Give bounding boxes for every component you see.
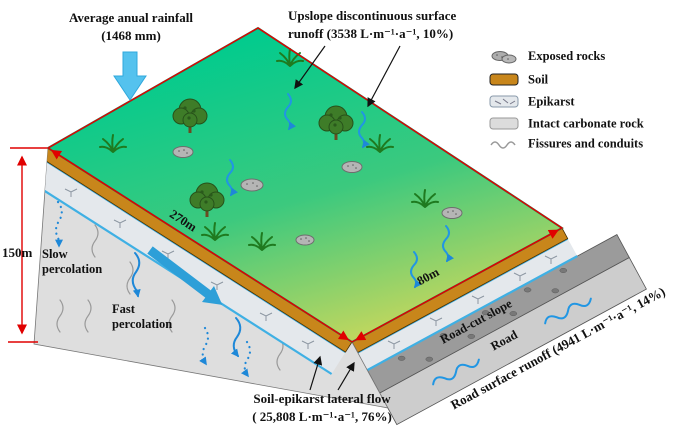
tree-icon — [172, 98, 208, 133]
carbonate-rock-legend-icon — [489, 117, 519, 130]
upslope-runoff-pointer-arrow — [367, 45, 401, 108]
legend-label: Soil — [528, 73, 549, 87]
fissure-legend-icon — [490, 141, 516, 149]
fast-percolation-label-line2: percolation — [112, 317, 172, 331]
exposed-rock-icon — [240, 178, 264, 192]
legend-item-intact-carbonate-rock: Intact carbonate rock — [489, 117, 644, 131]
legend-label: Intact carbonate rock — [528, 117, 644, 131]
legend: Exposed rocks Soil Epikarst Intact carbo… — [489, 49, 644, 151]
legend-label: Exposed rocks — [528, 49, 605, 63]
grass-icon — [366, 134, 394, 153]
lateral-flow-annotation: Soil-epikarst lateral flow ( 25,808 L·m⁻… — [252, 355, 392, 424]
upslope-runoff-pointer-arrow — [294, 45, 326, 90]
grass-icon — [411, 189, 439, 208]
height-measurement-label: 150m — [2, 245, 33, 260]
legend-item-fissures-conduits: Fissures and conduits — [490, 137, 643, 151]
rainfall-label-line2: (1468 mm) — [101, 28, 161, 43]
grass-icon — [99, 134, 127, 153]
exposed-rock-icon — [172, 146, 194, 158]
exposed-rock-icon — [441, 207, 463, 219]
lateral-flow-pointer-arrow — [337, 361, 355, 391]
slow-percolation-label-line2: percolation — [42, 262, 102, 276]
upslope-runoff-annotation: Upslope discontinuous surface runoff (35… — [288, 8, 457, 108]
lateral-flow-pointer-arrow — [309, 355, 323, 391]
tree-icon — [318, 105, 354, 140]
runoff-squiggle-icon — [358, 111, 371, 149]
exposed-rock-icon — [295, 234, 315, 246]
runoff-squiggle-icon — [284, 93, 297, 131]
upslope-runoff-label-line1: Upslope discontinuous surface — [288, 8, 457, 23]
road-runoff-squiggle-icon — [432, 358, 480, 386]
legend-label: Fissures and conduits — [528, 137, 643, 151]
legend-item-epikarst: Epikarst — [489, 95, 575, 109]
slope-width-arrow — [355, 229, 559, 341]
rainfall-annotation: Average anual rainfall (1468 mm) — [69, 10, 193, 101]
exposed-rocks-legend-icon — [491, 51, 517, 64]
grass-icon — [276, 48, 304, 67]
soil-legend-icon — [489, 73, 519, 86]
lateral-flow-label-line2: ( 25,808 L·m⁻¹·a⁻¹, 76%) — [252, 409, 392, 424]
lateral-flow-label-line1: Soil-epikarst lateral flow — [253, 391, 391, 406]
exposed-rock-icon — [341, 161, 363, 173]
slow-percolation-label-line1: Slow — [42, 247, 68, 261]
legend-label: Epikarst — [528, 95, 575, 109]
epikarst-legend-icon — [489, 95, 519, 108]
upslope-runoff-label-line2: runoff (3538 L·m⁻¹·a⁻¹, 10%) — [288, 26, 453, 41]
percolation-dots-icon — [240, 340, 252, 378]
slope-length-arrow — [50, 149, 350, 341]
legend-item-exposed-rocks: Exposed rocks — [491, 49, 605, 64]
legend-item-soil: Soil — [489, 73, 549, 87]
rainfall-arrow-icon — [113, 51, 147, 101]
rainfall-label-line1: Average anual rainfall — [69, 10, 193, 25]
fast-percolation-label-line1: Fast — [112, 302, 136, 316]
